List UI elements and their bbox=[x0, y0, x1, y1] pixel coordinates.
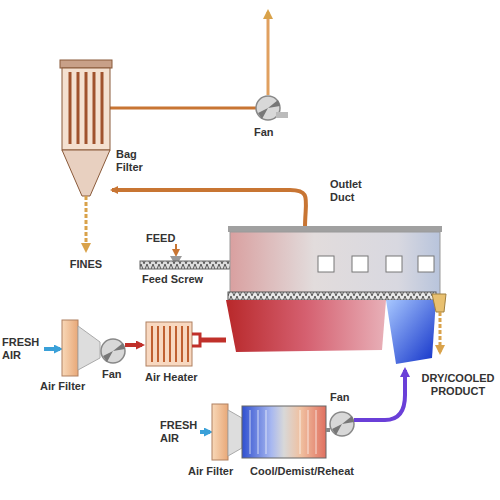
product-label: DRY/COOLED PRODUCT bbox=[418, 372, 498, 398]
fresh-air-label: FRESH AIR bbox=[2, 336, 42, 362]
bag-filter-label: Bag Filter bbox=[116, 148, 152, 174]
fan-label: Fan bbox=[330, 391, 360, 404]
fines-label: FINES bbox=[62, 258, 110, 271]
air-heater-label: Air Heater bbox=[145, 371, 215, 384]
feed-screw-label: Feed Screw bbox=[142, 273, 222, 286]
outlet-duct-label: Outlet Duct bbox=[330, 178, 374, 204]
feed-label: FEED bbox=[146, 232, 186, 245]
fresh-air-label: FRESH AIR bbox=[160, 419, 200, 445]
air-filter-label: Air Filter bbox=[188, 465, 248, 478]
air-filter-label: Air Filter bbox=[40, 380, 100, 393]
cool-demist-reheat-label: Cool/Demist/Reheat bbox=[250, 465, 360, 478]
fan-label: Fan bbox=[102, 368, 132, 381]
fan-label: Fan bbox=[254, 126, 294, 139]
